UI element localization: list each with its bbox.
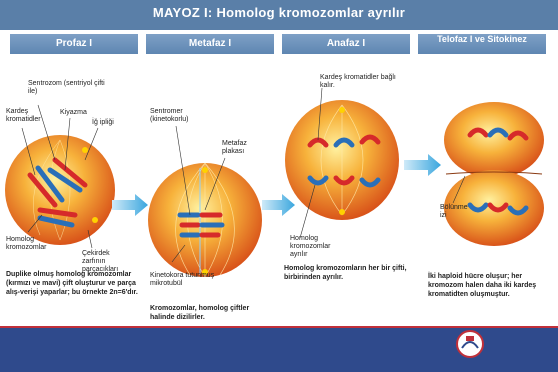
footer-logo <box>0 0 558 372</box>
